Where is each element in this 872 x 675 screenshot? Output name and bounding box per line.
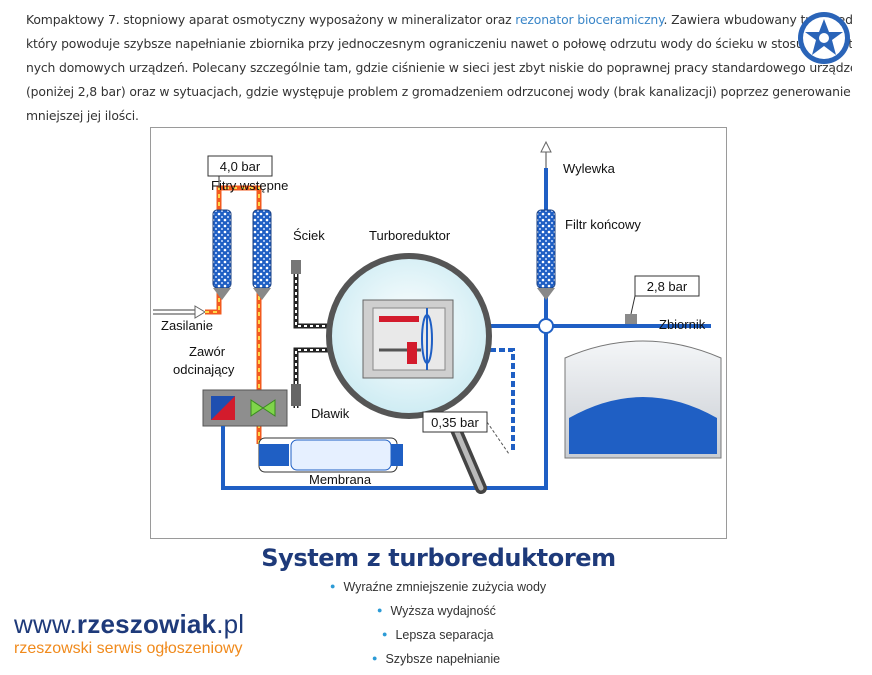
- turboreductor-diagram: 4,0 bar Fitry wstępne Zasilanie Ściek Za…: [150, 127, 727, 539]
- low-pressure-gauge: 0,35 bar: [422, 411, 510, 455]
- benefit-item: ● Wyższa wydajność: [377, 604, 496, 618]
- inlet-pressure-gauge: 4,0 bar: [207, 155, 273, 177]
- bullet-icon: ●: [382, 629, 388, 639]
- bullet-icon: ●: [330, 581, 336, 591]
- bullet-icon: ●: [377, 605, 383, 615]
- low-pressure-label: 0,35 bar: [431, 415, 479, 430]
- brand-url: www.rzeszowiak.pl: [14, 610, 244, 638]
- intro-text: Kompaktowy 7. stopniowy aparat osmotyczn…: [26, 12, 516, 27]
- bioceramic-resonator-link[interactable]: rezonator bioceramiczny: [515, 12, 664, 27]
- intro-line-1: Kompaktowy 7. stopniowy aparat osmotyczn…: [26, 8, 852, 32]
- inlet-pressure-label: 4,0 bar: [220, 159, 261, 174]
- brand-name: rzeszowiak: [76, 609, 217, 639]
- waste-label: Ściek: [293, 228, 325, 243]
- benefit-item: ● Wyraźne zmniejszenie zużycia wody: [330, 580, 546, 594]
- membrane-housing: [258, 437, 403, 473]
- final-filter-label: Filtr końcowy: [565, 217, 641, 232]
- valve-label-2: odcinający: [173, 362, 235, 377]
- intro-line-3: nych domowych urządzeń. Polecany szczegó…: [26, 60, 852, 75]
- tank-label: Zbiornik: [659, 317, 706, 332]
- intro-line-5: mniejszej jej ilości.: [26, 108, 139, 123]
- benefit-item: ● Lepsza separacja: [382, 628, 493, 642]
- prefilters-label: Fitry wstępne: [211, 178, 288, 193]
- benefit-text: Wyższa wydajność: [390, 604, 496, 618]
- brand-watermark[interactable]: www.rzeszowiak.pl rzeszowski serwis ogło…: [14, 610, 244, 658]
- intro-line-4: (poniżej 2,8 bar) oraz w sytuacjach, gdz…: [26, 84, 851, 99]
- final-filter: [536, 209, 556, 300]
- intro-paragraph: Kompaktowy 7. stopniowy aparat osmotyczn…: [26, 8, 852, 128]
- supply-arrow: [153, 305, 206, 319]
- tank-pressure-label: 2,8 bar: [647, 279, 688, 294]
- outlet-arrow: [540, 140, 552, 168]
- membrane-label: Membrana: [309, 472, 372, 487]
- turboreductor-label: Turboreduktor: [369, 228, 451, 243]
- intro-line-2: który powoduje szybsze napełnianie zbior…: [26, 36, 852, 51]
- prefilter-cartridges: [212, 209, 272, 300]
- brand-tagline: rzeszowski serwis ogłoszeniowy: [14, 640, 243, 657]
- brand-tld: .pl: [216, 609, 245, 639]
- storage-tank: [564, 340, 722, 459]
- supply-label: Zasilanie: [161, 318, 213, 333]
- benefit-text: Lepsza separacja: [395, 628, 494, 642]
- tank-pressure-gauge: 2,8 bar: [625, 275, 700, 324]
- shutoff-valve[interactable]: [202, 389, 288, 427]
- brand-www: www.: [14, 609, 77, 639]
- page-title: System z turboreduktorem: [261, 544, 616, 572]
- benefit-text: Szybsze napełnianie: [385, 652, 501, 666]
- benefit-text: Wyraźne zmniejszenie zużycia wody: [343, 580, 547, 594]
- junction-tee: [538, 318, 554, 334]
- valve-label-1: Zawór: [189, 344, 226, 359]
- system-schematic: 4,0 bar Fitry wstępne Zasilanie Ściek Za…: [153, 140, 722, 494]
- benefit-item: ● Szybsze napełnianie: [372, 652, 500, 666]
- turboreductor-magnifier: [326, 253, 492, 494]
- outlet-label: Wylewka: [563, 161, 616, 176]
- restrictor-label: Dławik: [311, 406, 350, 421]
- seal-icon: [798, 12, 850, 64]
- bullet-icon: ●: [372, 653, 378, 663]
